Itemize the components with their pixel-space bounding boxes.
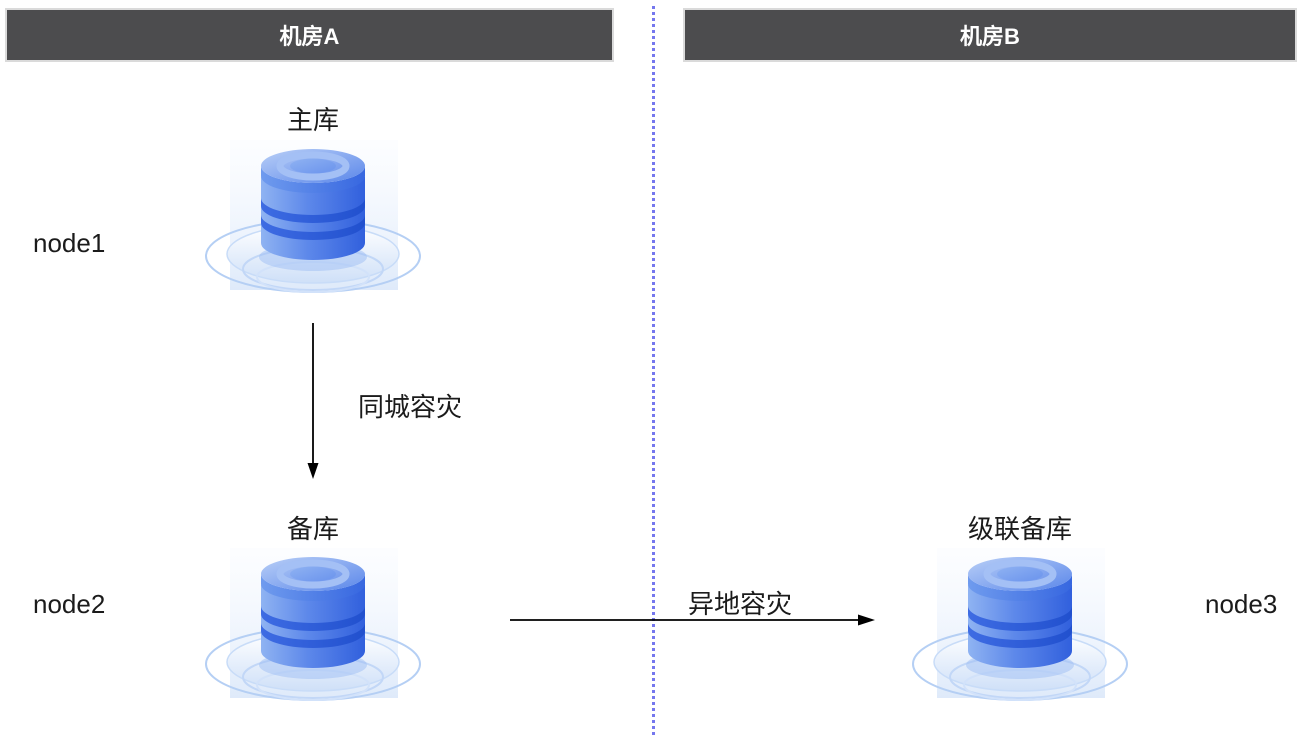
node2-label: node2 [33,589,106,619]
node1-role-label: 主库 [286,105,339,135]
database-icon [198,546,428,714]
arrow-right-icon [510,614,875,626]
node3-role-label: 级联备库 [967,514,1072,544]
same-city-dr-label: 同城容灾 [358,392,463,422]
room-a-header: 机房A [5,8,614,62]
node1-label: node1 [33,228,106,258]
database-icon [198,138,428,306]
database-icon [905,546,1135,714]
room-b-header: 机房B [683,8,1297,62]
datacenter-divider-line [652,6,655,735]
node3-label: node3 [1205,589,1278,619]
room-b-title: 机房B [960,24,1020,49]
node2-role-label: 备库 [286,514,339,544]
arrow-down-icon [307,323,319,479]
remote-dr-label: 异地容灾 [687,589,792,619]
room-a-title: 机房A [279,24,340,49]
